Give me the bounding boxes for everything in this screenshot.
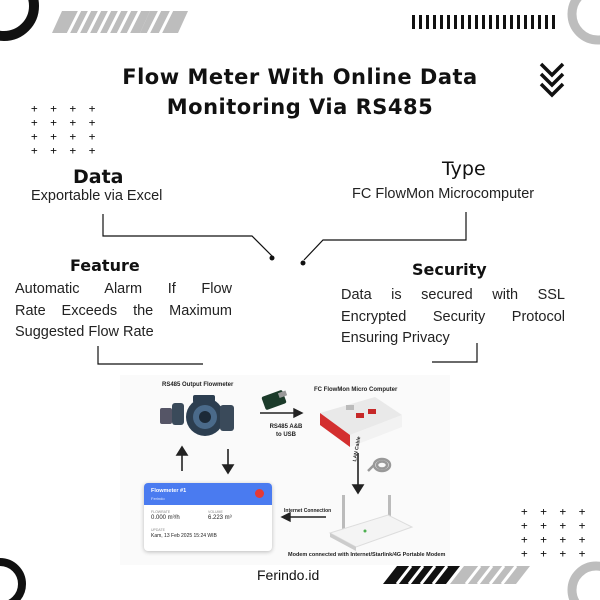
modem-label: Modem connected with Internet/Starlink/4…	[288, 552, 446, 558]
computer-label: FC FlowMon Micro Computer	[314, 387, 398, 393]
connector-feature	[97, 346, 203, 365]
connector-data	[102, 214, 273, 257]
flowmeter-label: RS485 Output Flowmeter	[162, 382, 234, 388]
connector-security	[432, 343, 478, 363]
converter-arrow	[260, 407, 304, 419]
card-title: Flowmeter #1	[151, 488, 187, 494]
security-heading: Security	[412, 260, 487, 279]
alarm-icon	[255, 489, 264, 498]
modem-image	[328, 495, 414, 551]
type-text: FC FlowMon Microcomputer	[352, 186, 535, 202]
corner-ring-top-left	[0, 0, 39, 41]
title-line-1: Flow Meter With Online Data	[122, 65, 478, 89]
connector-dot-right	[300, 260, 306, 266]
flowmeter-dashboard-card: Flowmeter #1 Ferindo FLOWRATE 0.000 m³/h…	[144, 483, 272, 551]
date-value: Kam, 13 Feb 2025 15:24 WIB	[151, 533, 217, 539]
plus-grid-top-left: + + + ++ + + ++ + + ++ + + +	[31, 102, 99, 157]
card-header: Flowmeter #1 Ferindo	[144, 483, 272, 505]
diagonal-stripes-top-left	[52, 9, 150, 35]
lan-cable-image	[367, 457, 392, 473]
usb-converter-image	[261, 390, 288, 410]
page-title: Flow Meter With Online Data Monitoring V…	[0, 62, 600, 122]
volume-label: VOLUME	[208, 510, 223, 514]
date-label: UPDATE	[151, 528, 165, 532]
flow-value: 0.000 m³/h	[151, 515, 180, 521]
brand-footer: Ferindo.id	[257, 567, 320, 583]
flowmeter-image	[160, 395, 234, 436]
corner-ring-bottom-right	[567, 561, 600, 600]
flowmeter-arrows	[175, 445, 235, 475]
data-text: Exportable via Excel	[31, 188, 163, 204]
card-subtitle: Ferindo	[151, 496, 165, 501]
connector-dot-left	[269, 255, 275, 261]
system-diagram: RS485 Output Flowmeter FC FlowMon Micro …	[120, 375, 450, 565]
title-line-2: Monitoring Via RS485	[166, 95, 434, 119]
type-heading: Type	[442, 158, 486, 180]
diagonal-stripes-bottom-right	[383, 565, 530, 585]
connector-lines	[97, 212, 478, 365]
internet-label: Internet Connection	[284, 508, 332, 514]
feature-heading: Feature	[70, 256, 140, 275]
corner-ring-top-right	[567, 0, 600, 45]
barcode-top-right	[412, 15, 555, 29]
flow-label: FLOWRATE	[151, 510, 171, 514]
security-text: Data is secured with SSL Encrypted Secur…	[341, 287, 565, 346]
corner-ring-bottom-left	[0, 558, 26, 600]
data-heading: Data	[73, 166, 124, 188]
chevron-down-icon	[539, 62, 565, 98]
microcomputer-image	[320, 397, 402, 447]
diagram-graphics	[160, 390, 414, 551]
volume-value: 6.223 m³	[208, 515, 232, 521]
feature-text: Automatic Alarm If Flow Rate Exceeds the…	[15, 281, 232, 340]
lan-arrow	[351, 453, 365, 495]
connector-type	[303, 212, 467, 261]
internet-arrow	[280, 511, 326, 523]
plus-grid-bottom-right: + + + ++ + + ++ + + ++ + + +	[521, 505, 589, 560]
